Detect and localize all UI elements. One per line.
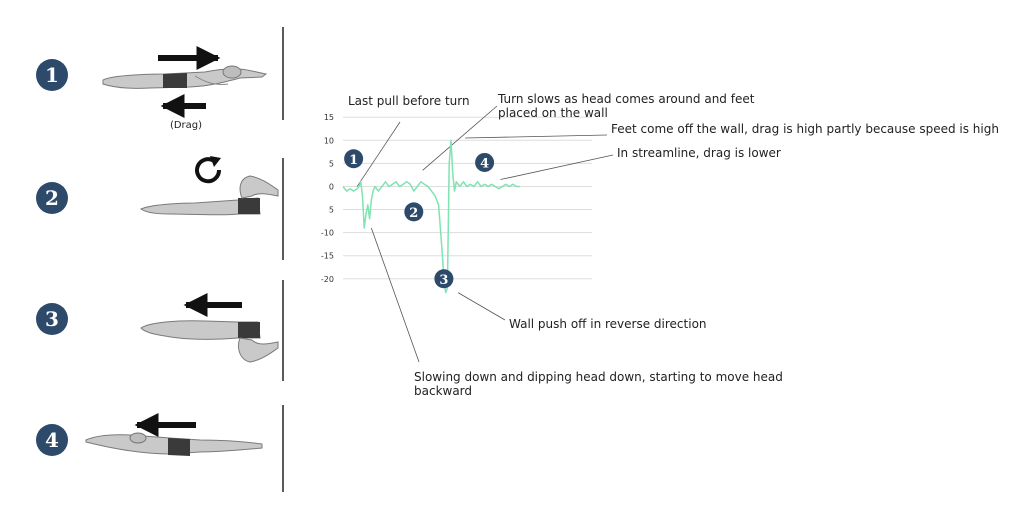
annotation-last-pull: Last pull before turn [348, 94, 470, 108]
leader-line-streamline [500, 154, 614, 180]
annotation-turn-slows: Turn slows as head comes around and feet… [497, 92, 755, 120]
step-badge-3: 3 [36, 303, 68, 335]
y-axis-ticks: 15 10 5 0 5 -10 -15 -20 [321, 113, 334, 284]
y-tick-label: -15 [321, 252, 334, 261]
y-tick-label: 5 [329, 159, 334, 168]
step-2: 2 [36, 156, 284, 260]
step-badge-2: 2 [36, 182, 68, 214]
y-tick-label: 0 [329, 182, 334, 191]
annotation-slowing-down: Slowing down and dipping head down, star… [414, 370, 783, 398]
step-3: 3 [36, 280, 284, 381]
leader-line-feet-off [465, 134, 608, 139]
swimmer-tuck-icon [140, 175, 279, 216]
step-1: 1 (Drag) [36, 27, 284, 131]
svg-text:2: 2 [409, 206, 418, 221]
step-4: 4 [36, 405, 284, 492]
svg-text:1: 1 [349, 153, 358, 168]
step-badge-4: 4 [36, 424, 68, 456]
rotate-clockwise-icon [195, 156, 222, 184]
annotations: Last pull before turn Turn slows as head … [348, 92, 999, 398]
chart-marker-3: 3 [434, 269, 454, 289]
annotation-streamline: In streamline, drag is lower [617, 146, 781, 160]
chart-markers: 1 2 3 4 [344, 149, 495, 289]
leader-line-last-pull [356, 121, 401, 187]
swimmer-pushoff-icon [140, 320, 279, 363]
drag-trace-line [342, 139, 520, 294]
drag-label: (Drag) [170, 120, 202, 131]
svg-text:4: 4 [45, 428, 59, 452]
swimmer-streamline-icon [85, 432, 263, 456]
leader-line-wall-push [457, 292, 506, 321]
svg-text:1: 1 [45, 63, 59, 87]
chart-marker-4: 4 [475, 152, 495, 172]
y-tick-label: 15 [324, 113, 334, 122]
svg-text:4: 4 [480, 156, 489, 171]
leader-line-turn-slows [422, 105, 498, 171]
svg-text:3: 3 [439, 273, 448, 288]
chart-marker-2: 2 [404, 202, 424, 222]
annotation-wall-push: Wall push off in reverse direction [509, 317, 707, 331]
y-tick-label: -10 [321, 229, 334, 238]
svg-text:2: 2 [45, 186, 59, 210]
annotation-feet-off: Feet come off the wall, drag is high par… [611, 122, 999, 136]
chart-marker-1: 1 [344, 149, 364, 169]
y-tick-label: -20 [321, 275, 334, 284]
leader-line-slowing-down [370, 227, 420, 363]
y-tick-label: 5 [329, 206, 334, 215]
svg-text:3: 3 [45, 307, 59, 331]
step-badge-1: 1 [36, 59, 68, 91]
swimmer-prone-icon [102, 65, 268, 89]
y-tick-label: 10 [324, 136, 334, 145]
annotation-leaders [356, 105, 614, 363]
